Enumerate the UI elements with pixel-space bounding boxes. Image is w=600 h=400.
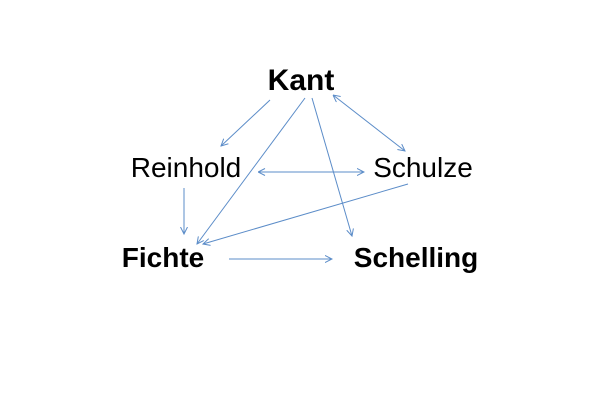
- arrow-kant-fichte: [197, 97, 306, 244]
- node-reinhold: Reinhold: [130, 152, 242, 183]
- arrow-kant-reinhold: [221, 99, 271, 146]
- arrow-kant-schelling: [311, 97, 352, 236]
- node-schulze: Schulze: [373, 152, 473, 183]
- node-fichte: Fichte: [121, 242, 205, 273]
- arrow-schulze-fichte: [203, 183, 409, 244]
- node-schelling: Schelling: [353, 242, 479, 273]
- arrow-kant-schulze: [333, 95, 405, 151]
- node-kant: Kant: [267, 64, 335, 97]
